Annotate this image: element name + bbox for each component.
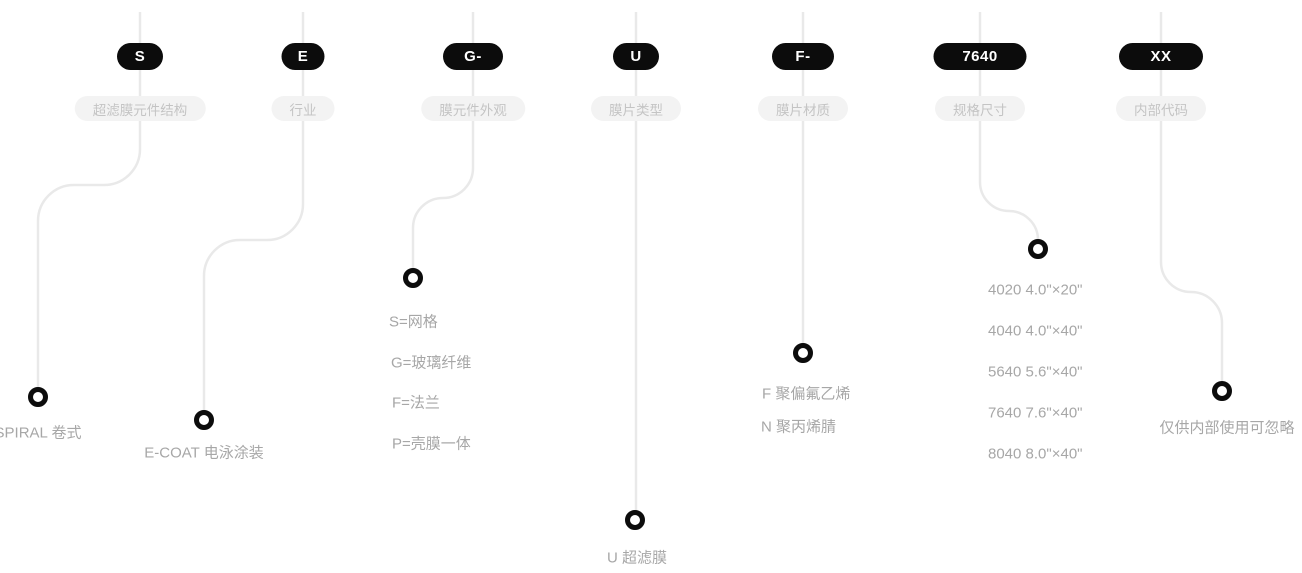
category-pill-appearance: 膜元件外观: [421, 96, 525, 121]
code-badge-structure: S: [117, 43, 163, 70]
item-label: 4040 4.0"×40": [988, 322, 1083, 340]
item-label: SPIRAL 卷式: [0, 424, 82, 442]
connector-line: [978, 12, 1040, 241]
category-pill-membrane-material: 膜片材质: [758, 96, 848, 121]
node-ring: [403, 268, 423, 288]
node-ring: [1212, 381, 1232, 401]
item-label: F 聚偏氟乙烯: [762, 385, 851, 403]
item-label: 8040 8.0"×40": [988, 445, 1083, 463]
code-badge-membrane-type: U: [613, 43, 659, 70]
category-pill-membrane-type: 膜片类型: [591, 96, 681, 121]
item-label: 7640 7.6"×40": [988, 404, 1083, 422]
category-pill-structure: 超滤膜元件结构: [74, 96, 206, 121]
connector-line: [411, 12, 475, 268]
node-ring: [194, 410, 214, 430]
code-badge-membrane-material: F-: [772, 43, 834, 70]
item-label: F=法兰: [392, 394, 440, 412]
node-ring: [793, 343, 813, 363]
category-pill-internal-code: 内部代码: [1116, 96, 1206, 121]
connector-line: [202, 12, 305, 410]
connector-line: [1159, 12, 1224, 381]
node-ring: [28, 387, 48, 407]
item-label: P=壳膜一体: [392, 435, 471, 453]
category-pill-industry: 行业: [271, 96, 335, 121]
node-ring: [1028, 239, 1048, 259]
node-ring: [625, 510, 645, 530]
connector-line: [36, 12, 142, 387]
item-label: S=网格: [389, 313, 438, 331]
item-label: N 聚丙烯腈: [761, 418, 837, 436]
code-badge-appearance: G-: [443, 43, 503, 70]
code-badge-internal-code: XX: [1119, 43, 1203, 70]
item-label: 仅供内部使用可忽略: [1159, 419, 1295, 437]
item-label: 4020 4.0"×20": [988, 281, 1083, 299]
code-badge-size: 7640: [933, 43, 1027, 70]
item-label: G=玻璃纤维: [391, 354, 472, 372]
item-label: E-COAT 电泳涂装: [144, 444, 264, 462]
category-pill-size: 规格尺寸: [935, 96, 1025, 121]
item-label: 5640 5.6"×40": [988, 363, 1083, 381]
code-badge-industry: E: [281, 43, 325, 70]
item-label: U 超滤膜: [606, 549, 668, 567]
